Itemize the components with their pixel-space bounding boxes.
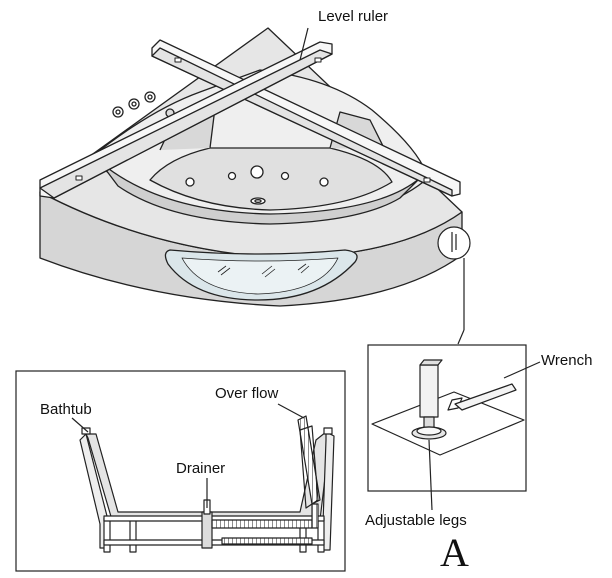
tub-basin-floor <box>149 147 393 211</box>
level-ruler-label: Level ruler <box>318 8 389 25</box>
bathtub-cross-section <box>79 415 335 553</box>
level-ruler-leader <box>299 27 309 61</box>
jets <box>185 165 329 187</box>
wrench-label: Wrench <box>541 352 593 369</box>
detail-letter: A <box>440 530 469 575</box>
adjustable-legs-label: Adjustable legs <box>365 512 467 529</box>
over-flow-leader <box>277 403 305 419</box>
control-knobs <box>112 91 175 118</box>
bathtub-leader <box>71 417 89 433</box>
detail-marker <box>437 226 471 345</box>
over-flow-label: Over flow <box>215 385 279 402</box>
adjustable-leg-detail <box>371 359 541 456</box>
drainer-label: Drainer <box>176 460 226 477</box>
level-ruler <box>39 39 461 199</box>
adjustable-legs-leader <box>428 439 433 511</box>
bathtub-label: Bathtub <box>40 401 92 418</box>
